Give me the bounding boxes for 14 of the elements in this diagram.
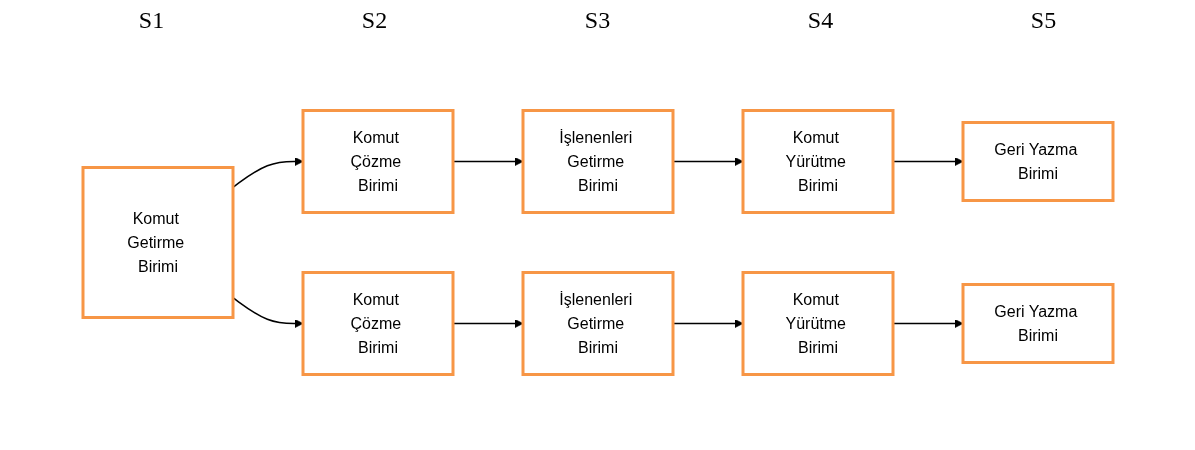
column-label: S1: [138, 6, 165, 34]
node-box: Komut Çözme Birimi: [301, 271, 454, 376]
column-label: S5: [1030, 6, 1057, 34]
column-label: S4: [807, 6, 834, 34]
node-box: Komut Yürütme Birimi: [741, 109, 894, 214]
column-label: S3: [584, 6, 611, 34]
node-box: Komut Çözme Birimi: [301, 109, 454, 214]
node-box: Komut Yürütme Birimi: [741, 271, 894, 376]
node-box: Geri Yazma Birimi: [961, 283, 1114, 364]
node-box: Geri Yazma Birimi: [961, 121, 1114, 202]
node-box: İşlenenleri Getirme Birimi: [521, 271, 674, 376]
column-label: S2: [361, 6, 388, 34]
node-box: Komut Getirme Birimi: [81, 166, 234, 319]
node-box: İşlenenleri Getirme Birimi: [521, 109, 674, 214]
